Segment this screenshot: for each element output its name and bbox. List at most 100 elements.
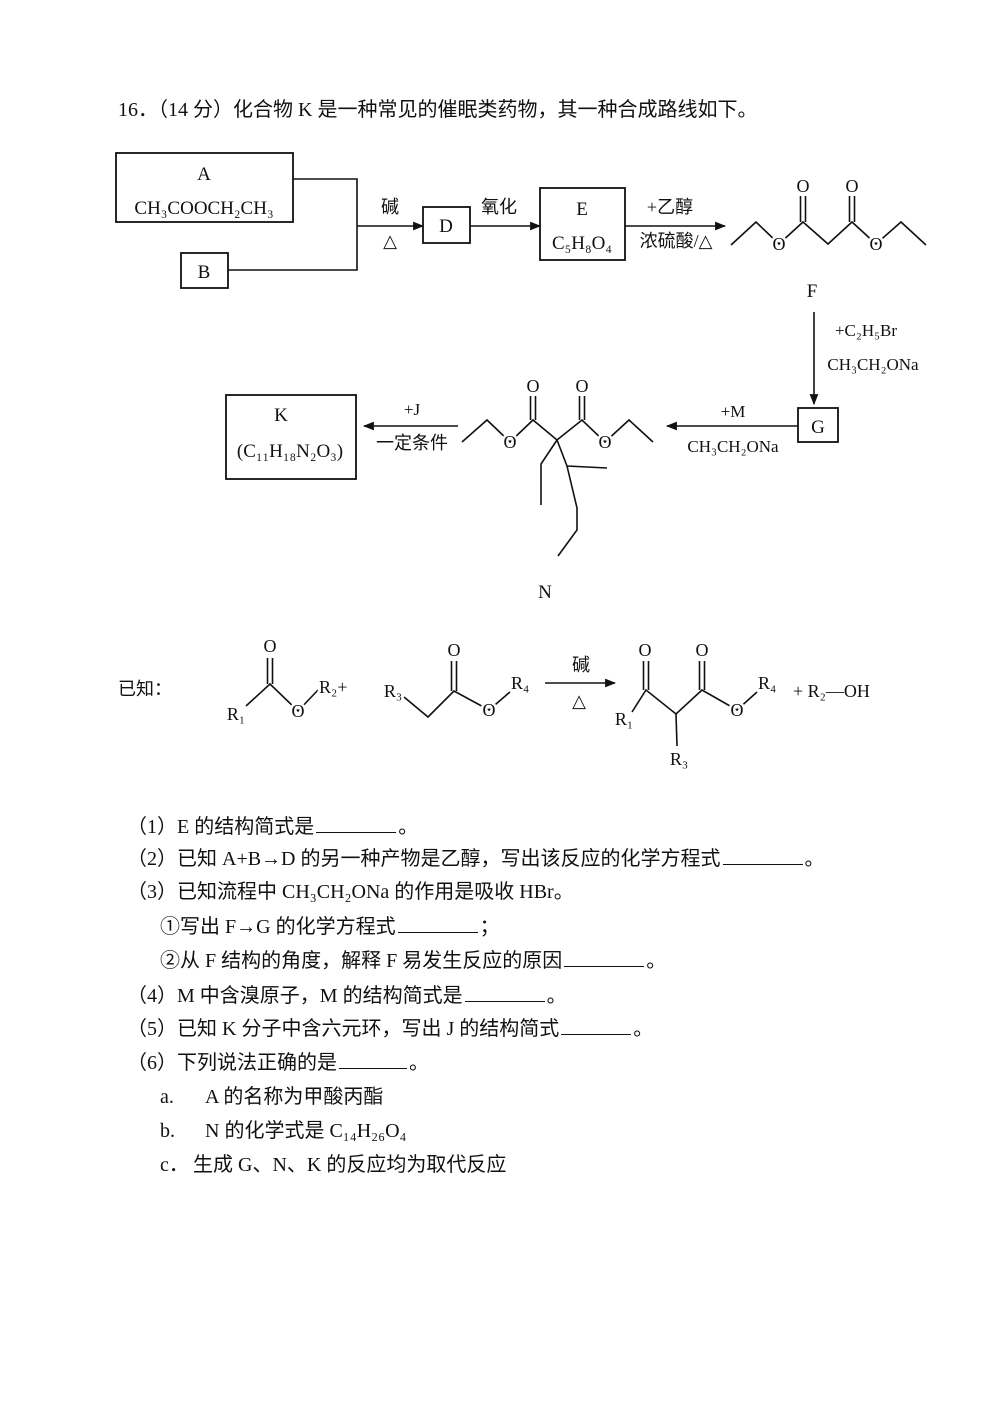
compound-E-formula: C₅H₈O₄	[552, 233, 612, 254]
arrow-N-K-reagent: +J	[404, 400, 421, 419]
N-oxygen-atom: O	[599, 432, 612, 452]
option-c-text: 生成 G、N、K 的反应均为取代反应	[193, 1154, 507, 1176]
N-oxygen-atom: O	[527, 376, 540, 396]
known-arrow-condition: △	[572, 691, 586, 711]
arrow-G-N-reagent: +M	[721, 402, 746, 421]
question-4-end: 。	[546, 985, 567, 1007]
synthesis-scheme: A CH₃COOCH₂CH₃ B 碱 △ D 氧化 E C₅H₈O₄ +乙醇 浓…	[115, 152, 927, 772]
N-propyl-chain	[557, 465, 578, 557]
question-4-text: （4）M 中含溴原子，M 的结构简式是	[127, 985, 463, 1007]
question-5: （5）已知 K 分子中含六元环，写出 J 的结构简式。	[127, 1016, 653, 1041]
F-oxygen-atom: O	[797, 176, 810, 196]
known-reaction: 已知： O O R₁ R₂+ O O R₃ R₄ 碱 △	[118, 634, 872, 772]
product-oxygen-atom: O	[731, 700, 744, 720]
question-3-part-1-end: ；	[479, 916, 500, 938]
question-4: （4）M 中含溴原子，M 的结构简式是 。	[127, 983, 567, 1008]
question-3-part-1: ①写出 F→G 的化学方程式 ；	[160, 914, 500, 939]
box-A	[115, 152, 294, 223]
arrow-AB-D-reagent: 碱	[381, 197, 399, 217]
option-a-text: A 的名称为甲酸丙酯	[205, 1086, 384, 1108]
arrow-D-E-reagent: 氧化	[481, 197, 517, 217]
compound-B-label: B	[198, 262, 211, 283]
N-oxygen-atom: O	[504, 432, 517, 452]
question-2-end: 。	[804, 848, 825, 870]
question-3: （3）已知流程中 CH₃CH₂ONa 的作用是吸收 HBr。	[127, 880, 574, 904]
reactant2-R4-group: R₄	[511, 673, 529, 693]
box-E	[539, 187, 626, 261]
arrow-N-K-condition: 一定条件	[376, 433, 448, 453]
question-3-text: （3）已知流程中 CH₃CH₂ONa 的作用是吸收 HBr。	[127, 881, 574, 903]
structure-F: O O O O F	[730, 174, 927, 302]
option-a: a. A 的名称为甲酸丙酯	[160, 1085, 383, 1109]
product-bonds	[631, 688, 758, 716]
question-5-end: 。	[633, 1018, 654, 1040]
N-backbone-bonds	[461, 418, 654, 444]
known-label: 已知：	[118, 679, 172, 699]
reactant2-oxygen-atom: O	[483, 700, 496, 720]
product-R3-group: R₃	[670, 749, 688, 769]
compound-B-box: B	[180, 252, 229, 289]
answer-blank	[564, 948, 645, 967]
product-R3-bond	[675, 713, 678, 747]
arrow-AB-D-condition: △	[383, 231, 397, 251]
arrow-F-G-condition: CH₃CH₂ONa	[827, 355, 919, 374]
reactant1-oxygen-atom: O	[292, 701, 305, 721]
F-backbone-bonds	[730, 220, 927, 246]
box-G	[797, 407, 839, 443]
answer-blank	[561, 1016, 632, 1035]
compound-A-box: A CH₃COOCH₂CH₃	[115, 152, 294, 223]
compound-K-label: K	[274, 405, 288, 426]
product-R1-group: R₁	[615, 709, 633, 729]
option-c-key: c．	[160, 1154, 189, 1176]
question-1: （1）E 的结构简式是。	[127, 814, 418, 839]
question-3-part-2-end: 。	[646, 950, 667, 972]
compound-A-label: A	[197, 164, 211, 185]
option-b-text: N 的化学式是 C₁₄H₂₆O₄	[205, 1120, 407, 1142]
product-oxygen-atom: O	[696, 640, 709, 660]
known-arrow-reagent: 碱	[572, 655, 590, 675]
reactant1-bonds	[245, 682, 319, 713]
option-c: c．生成 G、N、K 的反应均为取代反应	[160, 1153, 506, 1177]
question-6-end: 。	[409, 1052, 429, 1074]
question-3-part-1-text: ①写出 F→G 的化学方程式	[160, 916, 396, 938]
compound-D-label: D	[439, 216, 453, 237]
compound-F-label: F	[807, 281, 818, 302]
box-D	[422, 206, 471, 244]
compound-N-label: N	[538, 582, 552, 603]
answer-blank	[316, 814, 397, 833]
question-1-end: 。	[398, 816, 419, 838]
reactant2-bonds	[403, 690, 511, 719]
reactant1-oxygen-atom: O	[264, 636, 277, 656]
answer-blank	[464, 983, 545, 1002]
structure-N: O O O O N	[461, 374, 654, 603]
compound-A-formula: CH₃COOCH₂CH₃	[134, 198, 273, 219]
reactant1-R2-group: R₂+	[319, 677, 347, 697]
answer-blank	[722, 846, 803, 865]
product-R4-group: R₄	[758, 673, 776, 693]
answer-blank	[339, 1050, 407, 1069]
reactant2-R3-group: R₃	[384, 681, 402, 701]
compound-G-label: G	[811, 417, 825, 438]
arrow-E-F-condition: 浓硫酸/△	[640, 231, 713, 251]
N-ethyl-branch	[540, 439, 558, 505]
question-2: （2）已知 A+B→D 的另一种产物是乙醇，写出该反应的化学方程式 。	[127, 846, 825, 871]
option-a-key: a.	[160, 1086, 174, 1108]
option-b-key: b.	[160, 1120, 175, 1142]
question-6: （6）下列说法正确的是 。	[127, 1050, 429, 1075]
compound-E-label: E	[576, 199, 588, 220]
answer-blank	[397, 914, 478, 933]
F-oxygen-atom: O	[870, 234, 883, 254]
question-6-text: （6）下列说法正确的是	[127, 1052, 337, 1074]
reactant1-R1-group: R₁	[227, 704, 245, 724]
question-3-part-2-text: ②从 F 结构的角度，解释 F 易发生反应的原因	[160, 950, 563, 972]
arrow-F-G-reagent: +C₂H₅Br	[835, 321, 897, 340]
question-2-text: （2）已知 A+B→D 的另一种产物是乙醇，写出该反应的化学方程式	[127, 848, 721, 870]
box-K	[225, 394, 357, 480]
byproduct-alcohol: + R₂—OH	[793, 681, 870, 701]
option-b: b. N 的化学式是 C₁₄H₂₆O₄	[160, 1119, 407, 1143]
F-oxygen-atom: O	[846, 176, 859, 196]
question-3-part-2: ②从 F 结构的角度，解释 F 易发生反应的原因 。	[160, 948, 666, 973]
arrow-E-F-reagent: +乙醇	[647, 197, 693, 217]
arrow-G-N-condition: CH₃CH₂ONa	[687, 437, 779, 456]
